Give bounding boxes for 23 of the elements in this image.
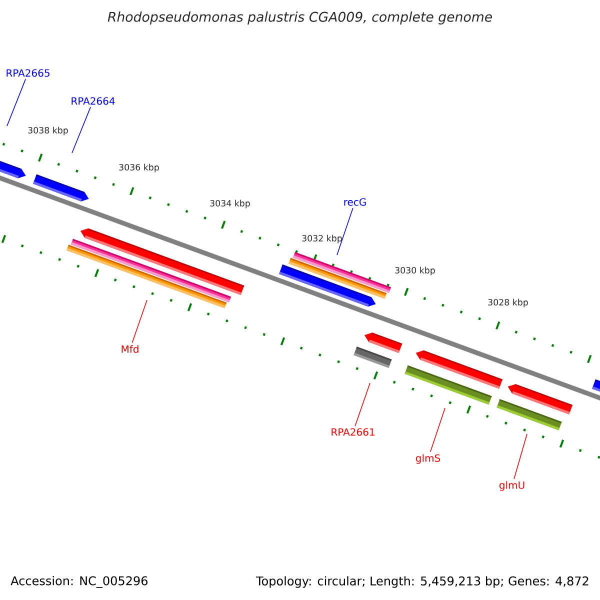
gene-label: RPA2661 xyxy=(332,428,374,436)
gene-label: Mfd xyxy=(122,345,138,353)
leader-line xyxy=(514,434,528,480)
footer-text: Accession: NC_005296 xyxy=(10,576,148,588)
tick-label: 3038 kbp xyxy=(28,126,68,136)
footer-text: Topology: circular; Length: 5,459,213 bp; Genes: 4,872 xyxy=(256,576,588,588)
title: Rhodopseudomonas palustris CGA009, complete genome xyxy=(108,12,492,24)
leader-line xyxy=(336,208,354,256)
tick-label: 3034 kbp xyxy=(210,200,250,208)
leader-line xyxy=(132,300,148,344)
gene-label: glmS xyxy=(416,454,440,464)
tick-label: 3032 kbp xyxy=(302,234,342,244)
leader-line xyxy=(6,78,26,126)
tick-label: 3036 kbp xyxy=(119,164,159,172)
gene-label: recG xyxy=(344,198,366,206)
gene-label: RPA2664 xyxy=(72,97,115,105)
leader-line xyxy=(354,382,370,426)
tick-label: 3028 kbp xyxy=(488,298,528,308)
gene-label: RPA2665 xyxy=(6,69,50,77)
tick-label: 3030 kbp xyxy=(395,266,435,276)
gene-label: glmU xyxy=(499,481,524,491)
leader-line xyxy=(72,106,91,154)
leader-line xyxy=(430,408,446,452)
